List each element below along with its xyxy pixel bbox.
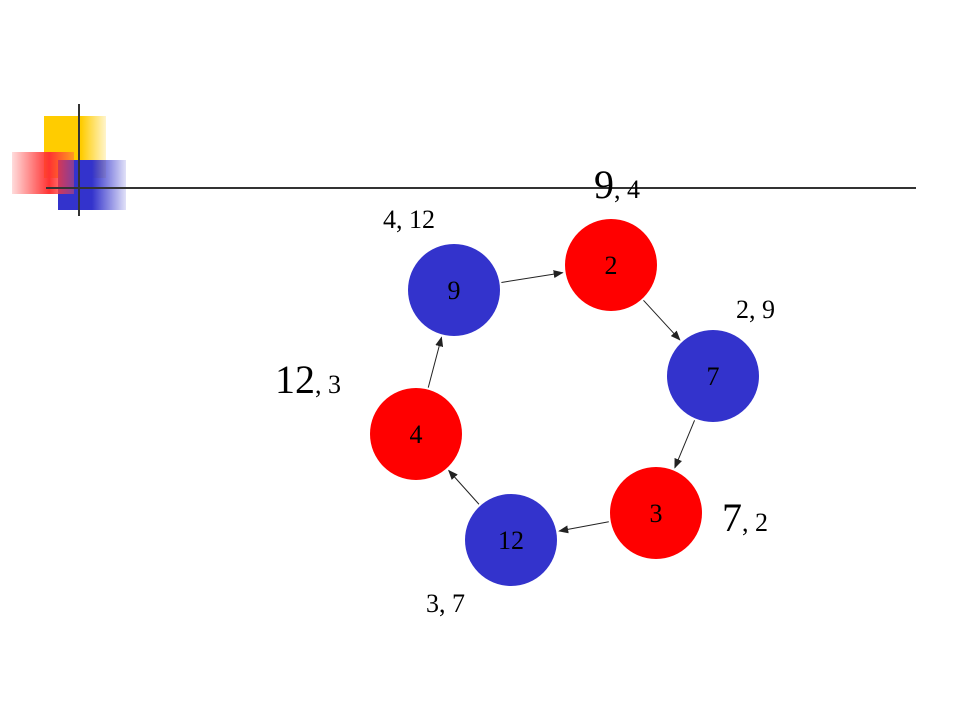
edge-arrow: [674, 420, 696, 469]
pair-labels: 9, 42, 97, 23, 712, 34, 12: [275, 162, 775, 618]
edge-arrow: [427, 336, 444, 388]
pair-label: 4, 12: [383, 205, 435, 234]
pair-label: 2, 9: [736, 295, 775, 324]
node-circle: [465, 494, 557, 586]
edge-arrow: [558, 521, 609, 534]
node-4: 4: [370, 388, 462, 480]
pair-rest: , 7: [439, 589, 465, 618]
pair-label: 12, 3: [275, 357, 341, 402]
node-circle: [408, 244, 500, 336]
pair-first: 12: [275, 357, 315, 402]
node-circle: [610, 467, 702, 559]
pair-label: 9, 4: [594, 162, 640, 207]
node-circle: [565, 219, 657, 311]
pair-first: 7: [722, 495, 742, 540]
node-7: 7: [667, 330, 759, 422]
node-circle: [667, 330, 759, 422]
node-12: 12: [465, 494, 557, 586]
pair-rest: , 9: [749, 295, 775, 324]
pair-label: 3, 7: [426, 589, 465, 618]
edge-arrow: [643, 300, 681, 341]
edge-arrow: [448, 469, 480, 505]
pair-rest: , 2: [742, 508, 768, 537]
node-label: 9: [448, 276, 461, 305]
node-2: 2: [565, 219, 657, 311]
pair-first: 9: [594, 162, 614, 207]
pair-rest: , 4: [614, 175, 640, 204]
nodes: 2 7 3 12 4 9: [370, 219, 759, 586]
node-label: 3: [650, 499, 663, 528]
pair-rest: , 3: [315, 370, 341, 399]
pair-first: 2: [736, 295, 749, 324]
node-9: 9: [408, 244, 500, 336]
edges: [427, 270, 696, 534]
pair-label: 7, 2: [722, 495, 768, 540]
node-circle: [370, 388, 462, 480]
decor-vertical-line: [78, 104, 80, 216]
node-3: 3: [610, 467, 702, 559]
pair-rest: , 12: [396, 205, 435, 234]
decor-horizontal-line: [46, 187, 916, 189]
edge-arrow: [501, 270, 564, 283]
pair-first: 4: [383, 205, 396, 234]
node-label: 4: [410, 420, 423, 449]
pair-first: 3: [426, 589, 439, 618]
node-label: 2: [605, 251, 618, 280]
node-label: 12: [498, 526, 524, 555]
node-label: 7: [707, 362, 720, 391]
